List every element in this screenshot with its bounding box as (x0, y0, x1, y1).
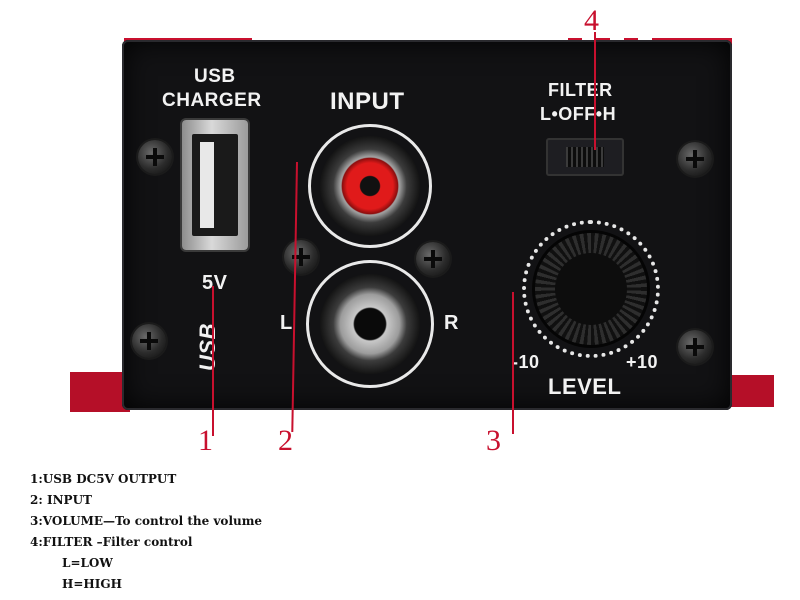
screw-icon (138, 140, 172, 174)
legend-item-high: H=HIGH (62, 577, 122, 591)
usb-label-line1: USB (194, 66, 236, 87)
input-label: INPUT (330, 88, 405, 115)
legend-item-filter: 4:FILTER –Filter control (30, 535, 193, 549)
usb-label-line2: CHARGER (162, 90, 262, 111)
usb-port-cavity (192, 134, 238, 236)
callout-number-3: 3 (486, 424, 501, 457)
legend-item-input: 2: INPUT (30, 493, 92, 507)
filter-positions-label: L•OFF•H (540, 104, 617, 124)
housing-side-left (70, 372, 130, 412)
rca-red-insulator (336, 152, 404, 220)
level-max-label: +10 (626, 352, 659, 372)
screw-icon (678, 330, 712, 364)
level-knob-cap (555, 253, 627, 325)
level-label: LEVEL (548, 374, 622, 399)
level-min-label: -10 (512, 352, 540, 372)
legend-item-volume: 3:VOLUME—To control the volume (30, 514, 263, 528)
usb-voltage-label: 5V (202, 272, 228, 294)
legend-item-low: L=LOW (62, 556, 113, 570)
channel-left-label: L (280, 312, 293, 334)
screw-icon (416, 242, 450, 276)
callout-line-4 (594, 32, 596, 150)
rca-ring-top (308, 124, 432, 248)
usb-port-tongue (200, 142, 214, 228)
rca-ring-bottom (306, 260, 434, 388)
callout-number-1: 1 (198, 424, 213, 457)
callout-number-2: 2 (278, 424, 293, 457)
screw-icon (284, 240, 318, 274)
filter-label: FILTER (548, 80, 613, 100)
legend-item-usb: 1:USB DC5V OUTPUT (30, 472, 177, 486)
level-scale-dots (522, 220, 660, 358)
callout-line-3 (512, 292, 514, 434)
filter-switch[interactable] (546, 138, 624, 176)
housing-side-right (726, 375, 774, 407)
rca-jack-right[interactable] (320, 274, 420, 374)
filter-switch-slider[interactable] (566, 147, 604, 167)
screw-icon (678, 142, 712, 176)
usb-logo: USB (194, 323, 220, 371)
callout-number-4: 4 (584, 4, 599, 37)
usb-port[interactable] (182, 120, 248, 250)
callout-line-1 (212, 286, 214, 436)
channel-right-label: R (444, 312, 459, 334)
screw-icon (132, 324, 166, 358)
